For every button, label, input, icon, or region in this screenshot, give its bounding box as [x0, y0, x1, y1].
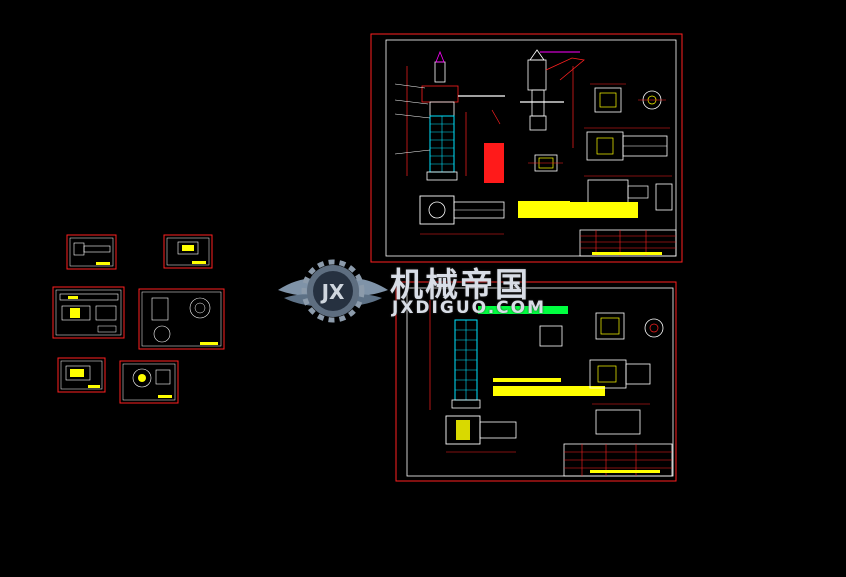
title-block-lower — [563, 443, 673, 477]
watermark-domain: JXDIGUO.COM — [392, 298, 547, 318]
sheet-large-bottom[interactable] — [395, 281, 677, 482]
title-block — [579, 229, 677, 257]
pump-side-view — [584, 127, 670, 161]
notes-block-lower — [493, 386, 605, 396]
bearing-block-view — [528, 154, 563, 172]
sheet-thumb-5[interactable] — [57, 357, 106, 393]
logo-letters: JX — [320, 280, 345, 304]
sheet-thumb-3[interactable] — [52, 286, 125, 339]
gear-assembly-middle — [520, 49, 585, 148]
top-right-views — [590, 83, 666, 113]
green-dimension-band — [478, 306, 568, 314]
technical-notes-block — [518, 202, 638, 218]
lower-right-views — [589, 312, 664, 435]
shaft-assembly-left — [394, 50, 505, 181]
gear-wing-icon: JX — [278, 259, 388, 323]
sheet-thumb-6[interactable] — [119, 360, 179, 404]
flange-view — [419, 195, 505, 235]
notes-line-1 — [493, 378, 561, 382]
watermark-name: 机械帝国 — [390, 265, 530, 304]
red-hatch-block — [484, 143, 504, 183]
sheet-thumb-2[interactable] — [163, 234, 213, 269]
lower-flange-view — [445, 415, 517, 453]
shaft-assembly-lower — [429, 300, 563, 410]
sheet-thumb-1[interactable] — [66, 234, 117, 270]
sheet-thumb-4[interactable] — [138, 288, 225, 350]
sheet-large-top[interactable] — [370, 33, 683, 263]
